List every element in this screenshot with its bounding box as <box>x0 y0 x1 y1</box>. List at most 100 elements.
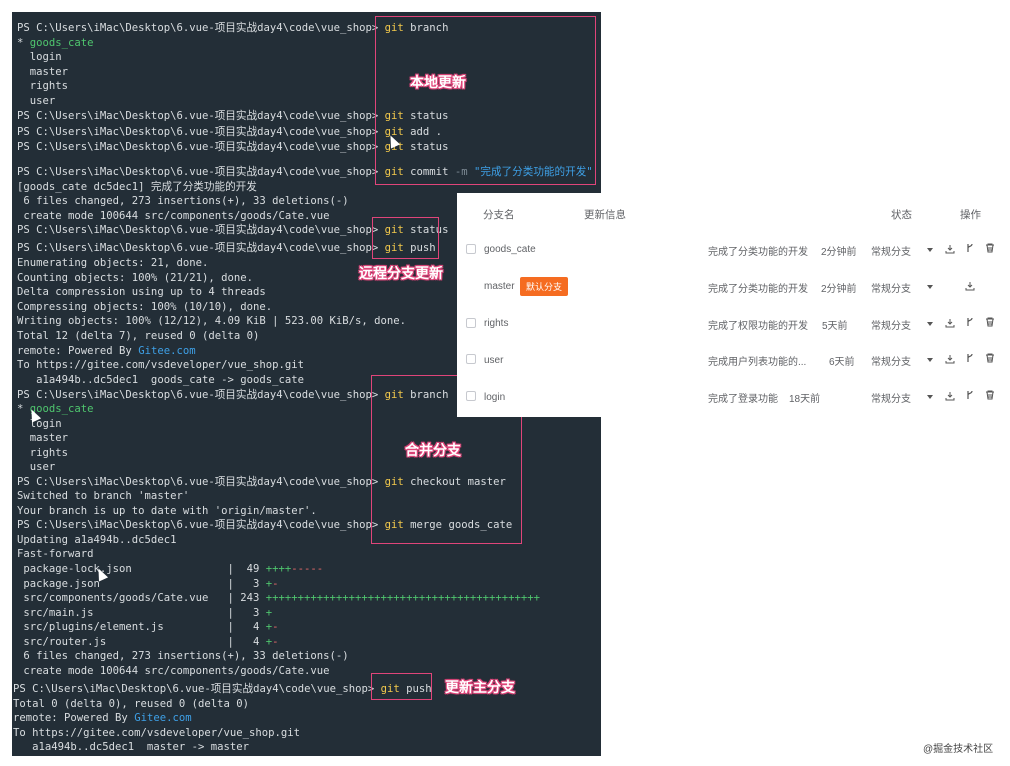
commit-message[interactable]: 完成了权限功能的开发 <box>708 321 808 332</box>
terminal-line: login <box>17 418 62 430</box>
download-icon[interactable] <box>945 318 955 328</box>
terminal-line: PS C:\Users\iMac\Desktop\6.vue-项目实战day4\… <box>17 110 449 122</box>
terminal-line: To https://gitee.com/vsdeveloper/vue_sho… <box>17 359 305 371</box>
terminal-line: Fast-forward <box>17 548 94 560</box>
terminal-line: To https://gitee.com/vsdeveloper/vue_sho… <box>13 727 301 739</box>
terminal-line: Writing objects: 100% (12/12), 4.09 KiB … <box>17 315 407 327</box>
commit-message[interactable]: 完成用户列表功能的... <box>708 357 807 368</box>
row-checkbox[interactable] <box>466 244 476 254</box>
terminal-line: PS C:\Users\iMac\Desktop\6.vue-项目实战day4\… <box>17 224 449 236</box>
branch-icon[interactable] <box>965 390 975 400</box>
terminal-line: src/components/goods/Cate.vue | 243 ++++… <box>17 592 541 604</box>
terminal-line: remote: Powered By Gitee.com <box>17 345 196 357</box>
terminal-line: package.json | 3 +- <box>17 578 279 590</box>
chevron-down-icon[interactable] <box>927 248 933 252</box>
terminal-line: * goods_cate <box>17 403 94 415</box>
column-header-actions: 操作 <box>960 209 981 221</box>
row-checkbox[interactable] <box>466 354 476 364</box>
terminal-line: rights <box>17 447 69 459</box>
terminal-line: a1a494b..dc5dec1 master -> master <box>13 741 249 753</box>
branch-list-panel: 分支名 更新信息 状态 操作 goods_cate 完成了分类功能的开发 2分钟… <box>457 193 1010 417</box>
branch-name[interactable]: rights <box>484 318 509 329</box>
branch-icon[interactable] <box>965 317 975 327</box>
terminal-line: rights <box>17 80 69 92</box>
terminal-line: Switched to branch 'master' <box>17 490 190 502</box>
terminal-line: package-lock.json | 49 ++++----- <box>17 563 324 575</box>
branch-name[interactable]: user <box>484 355 504 366</box>
column-header-update-info: 更新信息 <box>584 209 626 221</box>
download-icon[interactable] <box>945 244 955 254</box>
commit-message[interactable]: 完成了分类功能的开发 <box>708 247 808 258</box>
terminal-line: PS C:\Users\iMac\Desktop\6.vue-项目实战day4\… <box>17 141 449 153</box>
branch-status[interactable]: 常规分支 <box>871 321 911 332</box>
terminal-line: [goods_cate dc5dec1] 完成了分类功能的开发 <box>17 181 257 193</box>
annotation-merge-branch: 合并分支 <box>405 443 461 459</box>
commit-message[interactable]: 完成了登录功能 <box>708 394 778 405</box>
terminal-line: PS C:\Users\iMac\Desktop\6.vue-项目实战day4\… <box>13 683 432 695</box>
commit-time: 6天前 <box>829 357 855 368</box>
column-header-branch-name: 分支名 <box>483 209 515 221</box>
watermark: @掘金技术社区 <box>923 744 994 755</box>
terminal-line: * goods_cate <box>17 37 94 49</box>
terminal-line: Enumerating objects: 21, done. <box>17 257 209 269</box>
branch-name[interactable]: master <box>484 281 515 292</box>
commit-message[interactable]: 完成了分类功能的开发 <box>708 284 808 295</box>
download-icon[interactable] <box>945 354 955 364</box>
terminal-line: Delta compression using up to 4 threads <box>17 286 266 298</box>
terminal-line: 6 files changed, 273 insertions(+), 33 d… <box>17 195 349 207</box>
row-checkbox[interactable] <box>466 391 476 401</box>
branch-icon[interactable] <box>965 243 975 253</box>
terminal-line: Total 12 (delta 7), reused 0 (delta 0) <box>17 330 260 342</box>
terminal-line: src/plugins/element.js | 4 +- <box>17 621 279 633</box>
delete-icon[interactable] <box>985 353 995 363</box>
branch-name[interactable]: login <box>484 392 506 403</box>
branch-name[interactable]: goods_cate <box>484 244 536 255</box>
delete-icon[interactable] <box>985 390 995 400</box>
terminal-line: Total 0 (delta 0), reused 0 (delta 0) <box>13 698 249 710</box>
default-branch-badge: 默认分支 <box>520 277 569 296</box>
download-icon[interactable] <box>945 391 955 401</box>
terminal-line: Compressing objects: 100% (10/10), done. <box>17 301 273 313</box>
terminal-line: master <box>17 66 69 78</box>
terminal-line: 6 files changed, 273 insertions(+), 33 d… <box>17 650 349 662</box>
terminal-line: PS C:\Users\iMac\Desktop\6.vue-项目实战day4\… <box>17 126 443 138</box>
terminal-line: PS C:\Users\iMac\Desktop\6.vue-项目实战day4\… <box>17 476 506 488</box>
branch-icon[interactable] <box>965 353 975 363</box>
annotation-local-update: 本地更新 <box>410 75 466 91</box>
terminal-line: PS C:\Users\iMac\Desktop\6.vue-项目实战day4\… <box>17 22 449 34</box>
chevron-down-icon[interactable] <box>927 395 933 399</box>
commit-time: 2分钟前 <box>821 247 857 258</box>
commit-time: 18天前 <box>789 394 821 405</box>
row-checkbox[interactable] <box>466 318 476 328</box>
terminal-line: login <box>17 51 62 63</box>
column-header-status: 状态 <box>891 209 912 221</box>
terminal-line: PS C:\Users\iMac\Desktop\6.vue-项目实战day4\… <box>17 519 513 531</box>
terminal-line: Counting objects: 100% (21/21), done. <box>17 272 253 284</box>
branch-status[interactable]: 常规分支 <box>871 357 911 368</box>
commit-time: 2分钟前 <box>821 284 857 295</box>
chevron-down-icon[interactable] <box>927 358 933 362</box>
delete-icon[interactable] <box>985 317 995 327</box>
terminal-line: a1a494b..dc5dec1 goods_cate -> goods_cat… <box>17 374 305 386</box>
terminal-line: PS C:\Users\iMac\Desktop\6.vue-项目实战day4\… <box>17 389 449 401</box>
terminal-line: user <box>17 461 56 473</box>
commit-time: 5天前 <box>822 321 848 332</box>
terminal-line: remote: Powered By Gitee.com <box>13 712 192 724</box>
terminal-line: master <box>17 432 69 444</box>
terminal-line: user <box>17 95 56 107</box>
annotation-update-master: 更新主分支 <box>445 680 515 696</box>
annotation-remote-update: 远程分支更新 <box>359 266 443 282</box>
terminal-line: Your branch is up to date with 'origin/m… <box>17 505 317 517</box>
branch-status[interactable]: 常规分支 <box>871 284 911 295</box>
terminal-line: Updating a1a494b..dc5dec1 <box>17 534 177 546</box>
chevron-down-icon[interactable] <box>927 322 933 326</box>
delete-icon[interactable] <box>985 243 995 253</box>
terminal-line: create mode 100644 src/components/goods/… <box>17 210 330 222</box>
terminal-line: src/router.js | 4 +- <box>17 636 279 648</box>
chevron-down-icon[interactable] <box>927 285 933 289</box>
terminal-line: src/main.js | 3 + <box>17 607 273 619</box>
terminal-line: PS C:\Users\iMac\Desktop\6.vue-项目实战day4\… <box>17 166 593 178</box>
branch-status[interactable]: 常规分支 <box>871 247 911 258</box>
download-icon[interactable] <box>965 281 975 291</box>
branch-status[interactable]: 常规分支 <box>871 394 911 405</box>
